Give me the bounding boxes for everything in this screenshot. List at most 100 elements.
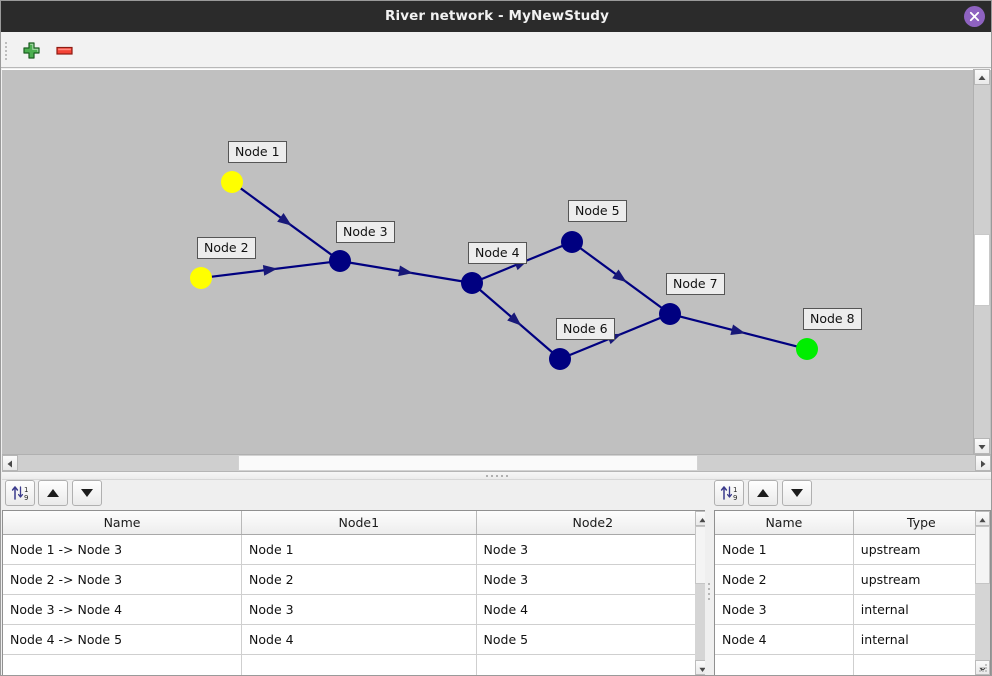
horizontal-splitter[interactable] (2, 471, 991, 480)
edge-direction-arrow-icon (398, 265, 413, 277)
edge-direction-arrow-icon (277, 213, 292, 226)
table-cell[interactable]: Node 4 (715, 624, 854, 655)
column-header[interactable]: Type (853, 511, 990, 535)
nodes-toolbar: 1 9 (714, 480, 991, 510)
graph-node-label[interactable]: Node 4 (468, 242, 527, 264)
graph-node[interactable] (549, 348, 571, 370)
vertical-splitter[interactable] (705, 510, 714, 675)
table-cell[interactable]: Node 3 (476, 564, 710, 595)
svg-text:1: 1 (733, 486, 737, 494)
column-header[interactable]: Name (3, 511, 243, 535)
sort-icon[interactable]: 1 9 (714, 480, 744, 506)
graph-node[interactable] (659, 303, 681, 325)
nodes-vertical-scrollbar[interactable] (975, 511, 990, 675)
table-cell[interactable]: Node 3 (715, 594, 854, 625)
svg-text:1: 1 (24, 486, 28, 494)
move-down-button[interactable] (782, 480, 812, 506)
move-up-button[interactable] (38, 480, 68, 506)
scroll-up-icon[interactable] (974, 69, 990, 85)
graph-node-label[interactable]: Node 1 (228, 141, 287, 163)
table-cell[interactable]: Node 4 (241, 624, 477, 655)
table-cell[interactable]: Node 2 (241, 564, 477, 595)
table-cell[interactable]: Node 1 -> Node 3 (3, 534, 243, 565)
table-cell[interactable]: Node 3 (476, 534, 710, 565)
graph-node[interactable] (561, 231, 583, 253)
nodes-vscroll-thumb[interactable] (975, 526, 990, 584)
graph-node-label[interactable]: Node 5 (568, 200, 627, 222)
title-bar: River network - MyNewStudy (1, 1, 991, 32)
graph-node-label[interactable]: Node 6 (556, 318, 615, 340)
graph-horizontal-scrollbar[interactable] (2, 454, 991, 471)
graph-node[interactable] (221, 171, 243, 193)
edge-direction-arrow-icon (262, 264, 278, 276)
scroll-up-icon[interactable] (975, 511, 990, 526)
table-cell[interactable] (241, 654, 477, 675)
graph-node[interactable] (796, 338, 818, 360)
graph-vertical-scrollbar[interactable] (973, 69, 990, 454)
table-cell[interactable]: Node 4 -> Node 5 (3, 624, 243, 655)
table-cell[interactable]: Node 1 (715, 534, 854, 565)
scroll-down-icon[interactable] (974, 438, 990, 454)
sort-icon[interactable]: 1 9 (5, 480, 35, 506)
table-cell[interactable] (715, 654, 854, 675)
move-up-button[interactable] (748, 480, 778, 506)
table-cell[interactable] (853, 654, 990, 675)
edge-direction-arrow-icon (730, 324, 746, 335)
network-graph-canvas[interactable]: Node 1 Node 2 Node 3 Node 4 Node 5 Node 6 Node… (2, 69, 991, 454)
table-cell[interactable] (476, 654, 710, 675)
svg-text:9: 9 (733, 494, 737, 502)
splitter-grip (485, 475, 508, 477)
table-cell[interactable]: Node 5 (476, 624, 710, 655)
table-cell[interactable]: upstream (853, 534, 990, 565)
scroll-left-icon[interactable] (2, 455, 18, 471)
table-cell[interactable]: Node 2 -> Node 3 (3, 564, 243, 595)
delete-icon[interactable] (52, 38, 77, 63)
table-cell[interactable]: Node 1 (241, 534, 477, 565)
graph-node-label[interactable]: Node 7 (666, 273, 725, 295)
table-cell[interactable] (3, 654, 243, 675)
table-cell[interactable]: Node 2 (715, 564, 854, 595)
graph-node[interactable] (461, 272, 483, 294)
table-cell[interactable]: upstream (853, 564, 990, 595)
graph-node-label[interactable]: Node 3 (336, 221, 395, 243)
table-cell[interactable]: internal (853, 594, 990, 625)
edge-layer (209, 186, 799, 357)
add-icon[interactable] (19, 38, 44, 63)
column-header[interactable]: Node2 (476, 511, 710, 535)
resize-grip[interactable] (979, 664, 988, 673)
graph-hscroll-thumb[interactable] (238, 455, 698, 471)
column-header[interactable]: Node1 (241, 511, 477, 535)
table-cell[interactable]: Node 3 -> Node 4 (3, 594, 243, 625)
scroll-right-icon[interactable] (975, 455, 991, 471)
graph-node-label[interactable]: Node 2 (197, 237, 256, 259)
table-cell[interactable]: Node 3 (241, 594, 477, 625)
table-row[interactable] (3, 654, 710, 675)
table-cell[interactable]: Node 4 (476, 594, 710, 625)
table-cell[interactable]: internal (853, 624, 990, 655)
table-row[interactable] (715, 654, 990, 675)
toolbar-drag-handle[interactable] (4, 40, 9, 60)
graph-node-label[interactable]: Node 8 (803, 308, 862, 330)
graph-vscroll-thumb[interactable] (974, 234, 990, 306)
graph-node[interactable] (190, 267, 212, 289)
column-header[interactable]: Name (715, 511, 854, 535)
graph-node[interactable] (329, 250, 351, 272)
close-icon[interactable] (964, 6, 985, 27)
toolbar (1, 32, 991, 68)
node-layer (190, 171, 818, 370)
move-down-button[interactable] (72, 480, 102, 506)
